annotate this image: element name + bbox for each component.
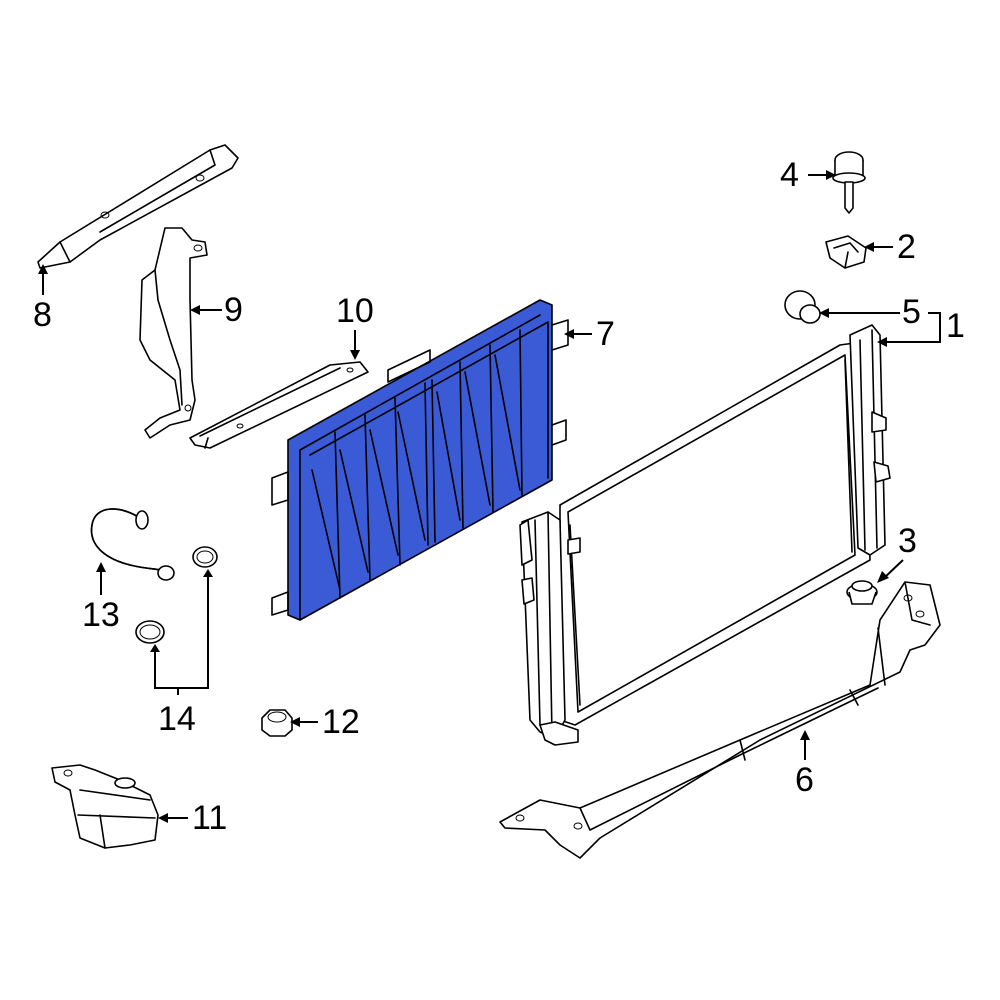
part-3-lower-isolator[interactable] — [846, 580, 878, 605]
part-2-clip[interactable] — [825, 235, 867, 269]
part-7-condenser-highlighted[interactable] — [271, 299, 569, 621]
part-6-lower-support[interactable] — [499, 581, 941, 859]
callout-1: 1 — [946, 307, 965, 345]
part-14-clamps[interactable] — [135, 546, 218, 644]
callout-11: 11 — [192, 799, 228, 837]
callout-2: 2 — [897, 228, 916, 266]
part-4-push-pin[interactable] — [832, 151, 866, 214]
callout-9: 9 — [224, 291, 243, 329]
part-10-lower-bracket[interactable] — [189, 361, 369, 449]
part-11-reservoir[interactable] — [51, 764, 159, 849]
part-12-nut[interactable] — [261, 709, 293, 737]
callout-10: 10 — [336, 292, 374, 330]
part-8-upper-bracket[interactable] — [37, 144, 239, 269]
callout-3: 3 — [898, 522, 917, 560]
leader-lines — [38, 170, 941, 823]
callout-4: 4 — [780, 156, 799, 194]
callout-7: 7 — [596, 315, 615, 353]
part-13-hose[interactable] — [90, 508, 175, 581]
callout-8: 8 — [33, 296, 52, 334]
callout-6: 6 — [795, 761, 814, 799]
callout-14: 14 — [158, 700, 196, 738]
part-5-upper-isolator[interactable] — [784, 290, 821, 324]
part-1-radiator[interactable] — [519, 324, 891, 746]
callout-12: 12 — [322, 703, 360, 741]
callout-5: 5 — [902, 293, 921, 331]
callout-13: 13 — [82, 596, 120, 634]
part-9-side-deflector[interactable] — [139, 227, 208, 439]
